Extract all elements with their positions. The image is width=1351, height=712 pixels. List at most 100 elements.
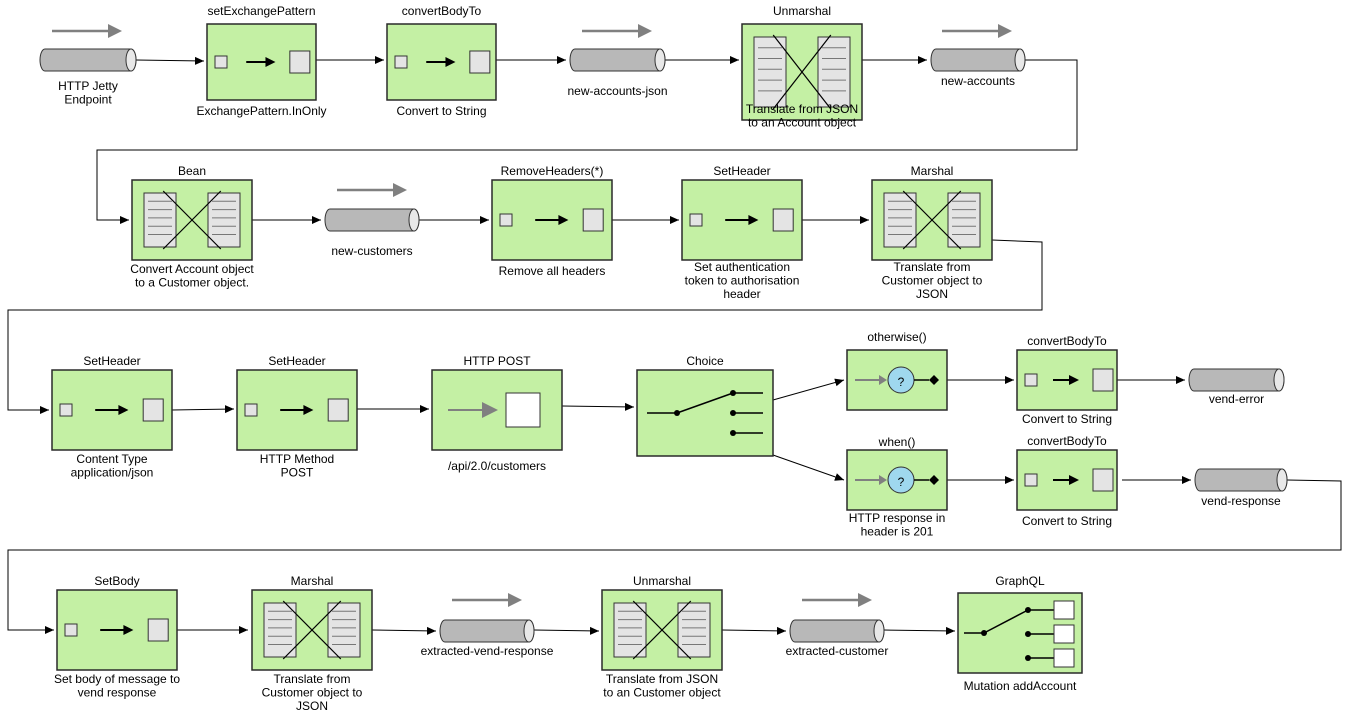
endpoint-arrowhead-icon bbox=[482, 402, 498, 418]
connector-choice-to-otherwise bbox=[772, 378, 845, 401]
channel-pipe-icon bbox=[439, 619, 535, 643]
node-title: convertBodyTo bbox=[1027, 334, 1107, 348]
node-remove-headers[interactable]: RemoveHeaders(*)Remove all headers bbox=[491, 164, 613, 278]
document-icon bbox=[613, 602, 647, 658]
node-caption: Convert to String bbox=[1022, 412, 1112, 426]
document-icon bbox=[677, 602, 711, 658]
question-mark-icon: ? bbox=[898, 375, 905, 389]
node-caption: extracted-customer bbox=[786, 644, 889, 658]
node-caption: Translate from bbox=[894, 260, 971, 274]
node-vend-error[interactable]: vend-error bbox=[1188, 368, 1285, 406]
message-out-icon bbox=[772, 208, 794, 232]
direction-arrowhead-icon bbox=[998, 24, 1012, 38]
node-new-customers[interactable]: new-customers bbox=[324, 183, 420, 258]
channel-pipe-icon bbox=[930, 48, 1026, 72]
node-caption: ExchangePattern.InOnly bbox=[196, 104, 326, 118]
document-icon bbox=[817, 36, 851, 108]
document-icon bbox=[143, 192, 177, 248]
node-vend-response[interactable]: vend-response bbox=[1194, 468, 1288, 508]
node-caption: Content Type bbox=[76, 452, 147, 466]
message-in-icon bbox=[499, 213, 513, 227]
question-mark-icon: ? bbox=[898, 475, 905, 489]
translate-cross-icon bbox=[162, 190, 222, 250]
node-title: convertBodyTo bbox=[1027, 434, 1107, 448]
node-new-accounts-json[interactable]: new-accounts-json bbox=[567, 24, 668, 98]
channel-end-icon bbox=[1273, 368, 1285, 392]
channel-pipe-icon bbox=[789, 619, 885, 643]
node-extracted-vend-response[interactable]: extracted-vend-response bbox=[421, 593, 554, 658]
node-caption: Customer object to bbox=[882, 274, 983, 288]
node-otherwise[interactable]: ?otherwise() bbox=[846, 330, 948, 411]
channel-pipe-icon bbox=[569, 48, 666, 72]
node-caption: HTTP Method bbox=[260, 452, 334, 466]
node-caption: Translate from bbox=[274, 672, 351, 686]
node-title: SetHeader bbox=[83, 354, 140, 368]
process-arrowhead-icon bbox=[1069, 375, 1079, 385]
node-caption: Endpoint bbox=[64, 93, 112, 107]
connector-marshal-2-to-extracted-vend-response bbox=[371, 626, 437, 635]
node-title: Marshal bbox=[911, 164, 954, 178]
document-icon bbox=[263, 602, 297, 658]
channel-pipe-icon bbox=[324, 208, 420, 232]
node-caption: vend-response bbox=[1201, 494, 1281, 508]
filter-diamond-icon bbox=[929, 475, 939, 485]
translate-cross-icon bbox=[282, 600, 342, 660]
connector-set-header-content-type-to-set-header-method bbox=[171, 405, 235, 414]
message-out-icon bbox=[1092, 368, 1114, 392]
node-extracted-customer[interactable]: extracted-customer bbox=[786, 593, 889, 658]
message-in-icon bbox=[689, 213, 703, 227]
channel-end-icon bbox=[408, 208, 420, 232]
recipient-box-icon bbox=[1053, 624, 1075, 644]
node-http-post[interactable]: HTTP POST/api/2.0/customers bbox=[431, 354, 563, 473]
node-title: Choice bbox=[686, 354, 724, 368]
recipient-box-icon bbox=[1053, 600, 1075, 620]
document-icon bbox=[883, 192, 917, 248]
node-caption: vend-error bbox=[1209, 392, 1264, 406]
node-caption: Convert to String bbox=[396, 104, 486, 118]
channel-end-icon bbox=[523, 619, 535, 643]
node-new-accounts[interactable]: new-accounts bbox=[930, 24, 1026, 88]
direction-arrowhead-icon bbox=[508, 593, 522, 607]
node-title: Marshal bbox=[291, 574, 334, 588]
node-choice[interactable]: Choice bbox=[636, 354, 774, 457]
node-caption: new-accounts bbox=[941, 74, 1015, 88]
node-caption: Translate from JSON bbox=[746, 102, 858, 116]
message-in-icon bbox=[1024, 473, 1038, 487]
process-arrowhead-icon bbox=[123, 625, 134, 635]
direction-arrowhead-icon bbox=[858, 593, 872, 607]
channel-pipe-icon bbox=[1188, 368, 1285, 392]
channel-end-icon bbox=[1276, 468, 1288, 492]
connectors bbox=[7, 56, 1342, 635]
node-title: SetBody bbox=[94, 574, 139, 588]
connector-extracted-customer-to-graphql bbox=[883, 626, 956, 635]
message-in-icon bbox=[59, 403, 73, 417]
message-out-icon bbox=[582, 208, 604, 232]
node-caption: new-accounts-json bbox=[567, 84, 667, 98]
node-caption: JSON bbox=[296, 699, 328, 712]
translate-cross-icon bbox=[902, 190, 962, 250]
process-arrowhead-icon bbox=[748, 215, 759, 225]
channel-end-icon bbox=[125, 48, 137, 72]
node-caption: /api/2.0/customers bbox=[448, 459, 546, 473]
message-in-icon bbox=[214, 55, 228, 69]
node-title: SetHeader bbox=[713, 164, 770, 178]
node-caption: POST bbox=[281, 466, 314, 480]
node-title: Bean bbox=[178, 164, 206, 178]
connector-marshal-1-to-set-header-content-type bbox=[7, 239, 1043, 414]
